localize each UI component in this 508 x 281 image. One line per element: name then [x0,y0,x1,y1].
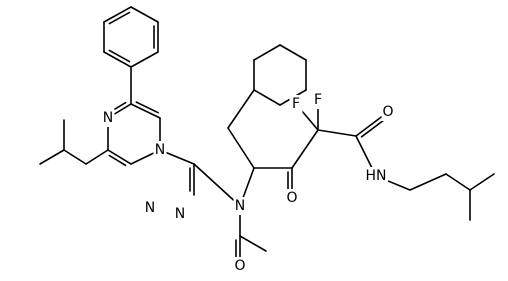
atom-label-n-ring-fused: N [155,142,165,158]
bond [227,127,255,169]
bond [103,6,132,23]
bond [227,89,255,129]
bond [279,44,307,61]
atom-label-background [173,205,187,223]
atom-label-o-acetyl: O [234,258,245,274]
bond [469,173,495,191]
bond [317,129,357,137]
bond [193,163,241,207]
atom-label-n-triazole-2: N [175,206,185,222]
bond [107,149,132,165]
bond [409,173,447,191]
atom-label-nh-amide: HN [366,168,387,184]
bond [291,129,319,169]
atom-label-background [233,197,247,215]
atom-label-f-1: F [292,96,300,112]
bond [108,11,131,25]
bond [130,51,159,68]
bond [253,89,281,106]
bond [130,6,159,23]
bond [103,51,132,68]
bond [239,235,267,252]
bond [39,149,65,165]
atom-label-background [143,199,157,217]
bond [445,173,471,191]
bond [85,149,109,165]
atom-label-o-ketone: O [286,190,297,206]
bond [130,103,161,119]
atom-label-background [153,141,167,159]
atom-label-background [101,109,115,127]
atom-label-n-triazole-1: N [145,200,155,216]
bond [253,44,281,61]
atom-label-background [364,167,388,185]
atom-label-n-amide: N [235,198,245,214]
atom-label-background [311,91,325,109]
atom-label-background [233,257,247,275]
bond [63,149,87,165]
bond [108,154,127,167]
bond-layer [39,6,495,267]
atom-label-background [289,95,303,113]
bond [108,49,131,63]
atom-label-n-pyrazine: N [103,110,113,126]
bond [135,101,159,114]
atom-label-o-amide: O [382,104,393,120]
atom-label-background [381,103,395,121]
atom-label-f-2: F [314,92,322,108]
atom-label-background [285,189,299,207]
